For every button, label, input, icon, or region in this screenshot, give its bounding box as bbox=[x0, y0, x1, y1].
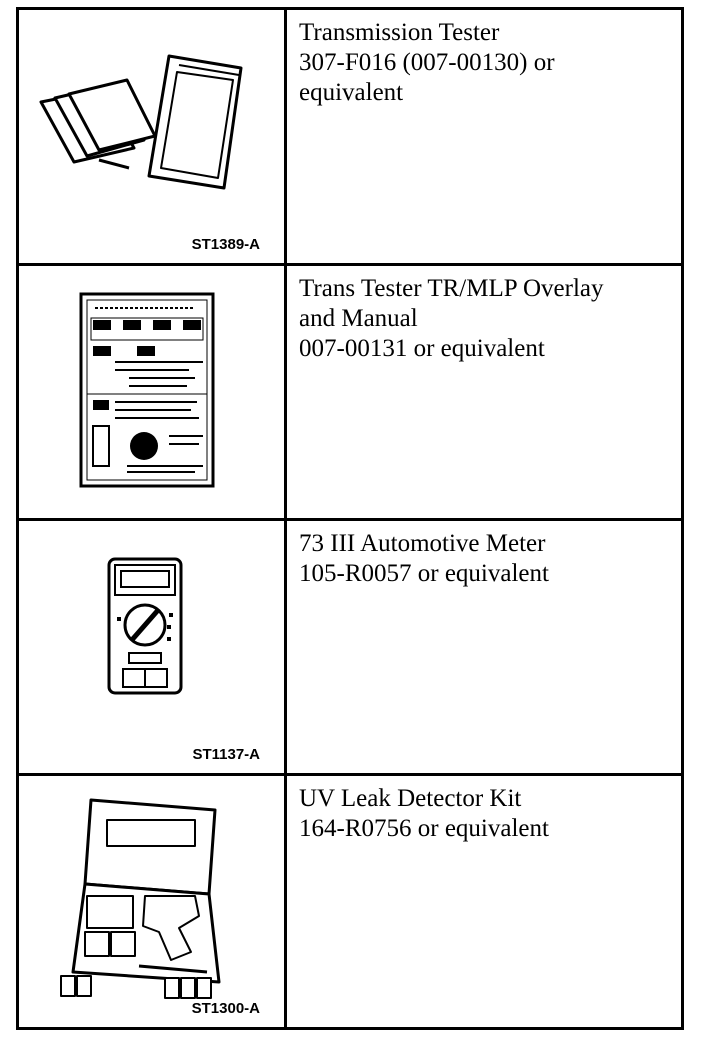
tool-image-cell: ST1300-A bbox=[19, 776, 287, 1027]
tool-name: UV Leak Detector Kit bbox=[299, 785, 522, 812]
tool-image-cell bbox=[19, 266, 287, 518]
tool-description: Transmission Tester 307-F016 (007-00130)… bbox=[287, 10, 681, 263]
tool-image-cell: ST1389-A bbox=[19, 10, 287, 263]
tool-description: Trans Tester TR/MLP Overlay and Manual 0… bbox=[287, 266, 681, 518]
special-tools-table: ST1389-A Transmission Tester 307-F016 (0… bbox=[16, 7, 684, 1030]
tool-name: Transmission Tester bbox=[299, 19, 500, 46]
multimeter-icon bbox=[107, 557, 183, 695]
uv-leak-detector-kit-icon bbox=[60, 798, 221, 999]
figure-code: ST1300-A bbox=[191, 1000, 260, 1017]
overlay-manual-icon bbox=[79, 292, 215, 488]
tool-description: UV Leak Detector Kit 164-R0756 or equiva… bbox=[287, 776, 681, 1027]
tool-row-uv-leak-detector: ST1300-A UV Leak Detector Kit 164-R0756 … bbox=[19, 776, 681, 1027]
figure-code: ST1389-A bbox=[191, 236, 260, 253]
tool-part-number: 164-R0756 or equivalent bbox=[299, 815, 549, 842]
tool-part-suffix: equivalent bbox=[299, 79, 404, 106]
figure-code: ST1137-A bbox=[192, 746, 260, 763]
tool-name: Trans Tester TR/MLP Overlay bbox=[299, 275, 604, 302]
tool-part-number: 105-R0057 or equivalent bbox=[299, 560, 549, 587]
tool-name-continued: and Manual bbox=[299, 305, 418, 332]
tool-name: 73 III Automotive Meter bbox=[299, 530, 546, 557]
tool-row-automotive-meter: ST1137-A 73 III Automotive Meter 105-R00… bbox=[19, 521, 681, 776]
tool-part-number: 007-00131 or equivalent bbox=[299, 335, 545, 362]
transmission-tester-icon bbox=[39, 54, 243, 190]
tool-row-transmission-tester: ST1389-A Transmission Tester 307-F016 (0… bbox=[19, 10, 681, 266]
tool-description: 73 III Automotive Meter 105-R0057 or equ… bbox=[287, 521, 681, 773]
tool-row-overlay-manual: Trans Tester TR/MLP Overlay and Manual 0… bbox=[19, 266, 681, 521]
tool-part-number: 307-F016 (007-00130) or bbox=[299, 49, 555, 76]
tool-image-cell: ST1137-A bbox=[19, 521, 287, 773]
